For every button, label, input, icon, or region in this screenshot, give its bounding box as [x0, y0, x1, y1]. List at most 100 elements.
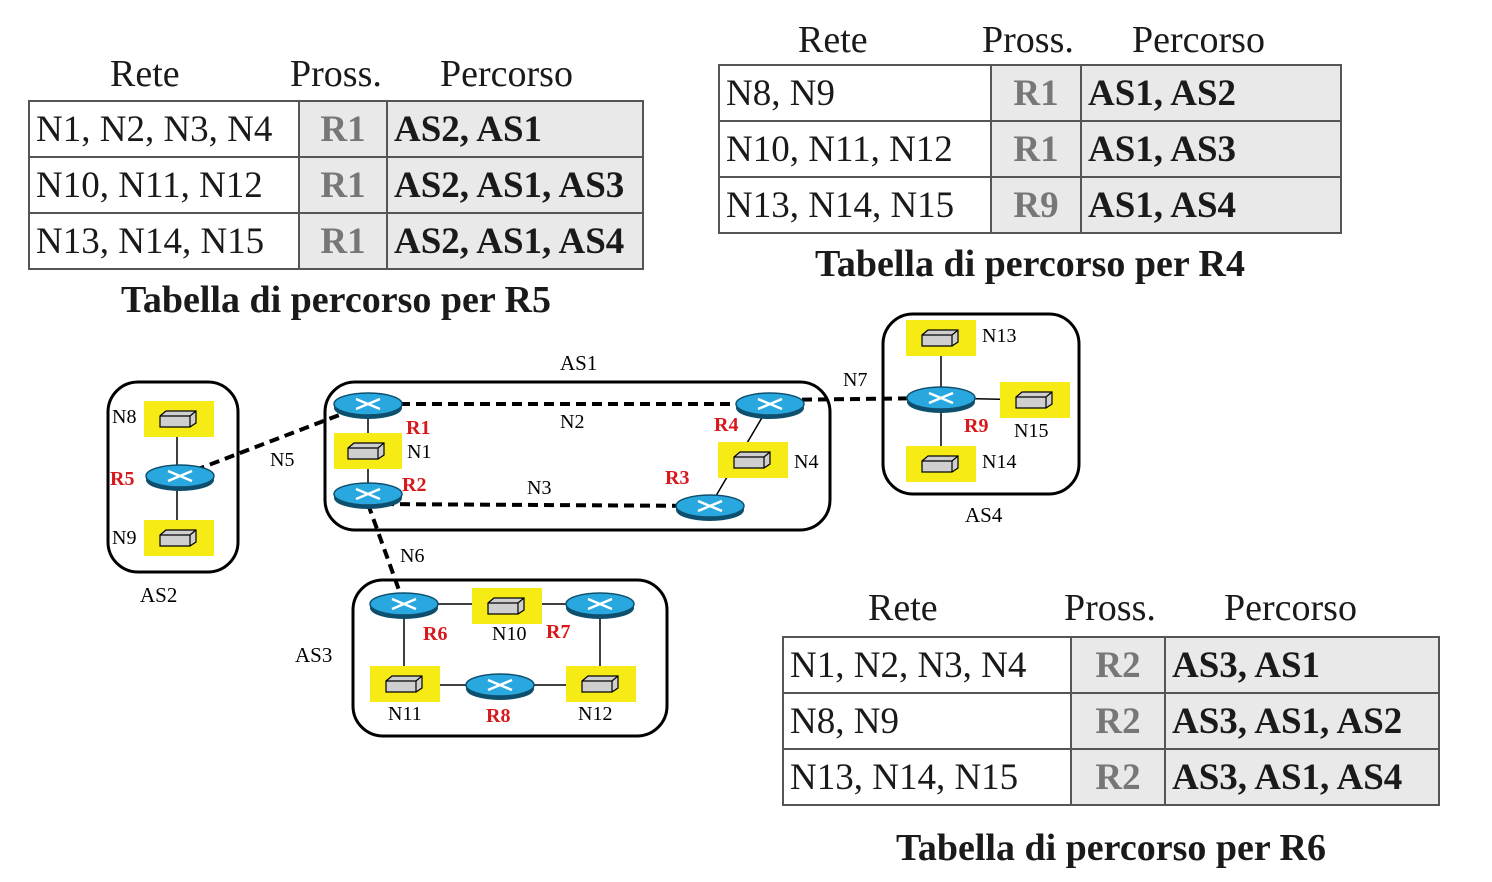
router-label: R1	[406, 417, 430, 439]
table-r6: N1, N2, N3, N4 R2 AS3, AS1 N8, N9 R2 AS3…	[782, 636, 1440, 806]
network-label: N5	[270, 449, 294, 471]
routing-table-r6: Rete Pross. Percorso N1, N2, N3, N4 R2 A…	[782, 582, 1446, 878]
as-label: AS2	[140, 583, 177, 607]
network-label: N8	[112, 406, 136, 428]
routing-table-r5: Rete Pross. Percorso N1, N2, N3, N4 R1 A…	[28, 48, 648, 328]
network-label: N10	[492, 623, 526, 645]
table-row: N13, N14, N15 R2 AS3, AS1, AS4	[782, 748, 1440, 806]
router-label: R9	[964, 415, 988, 437]
router-icon	[464, 672, 536, 702]
router-label: R3	[665, 467, 689, 489]
cell-path: AS2, AS1	[386, 100, 644, 158]
cell-net: N13, N14, N15	[28, 212, 300, 270]
switch-icon	[347, 442, 385, 460]
cell-next: R1	[298, 100, 388, 158]
cell-next: R9	[990, 176, 1082, 234]
as1-boundary	[323, 380, 832, 532]
cell-path: AS3, AS1, AS4	[1164, 748, 1440, 806]
cell-path: AS1, AS2	[1080, 64, 1342, 122]
switch-icon	[385, 675, 423, 693]
switch-icon	[921, 329, 959, 347]
header-path: Percorso	[1132, 19, 1265, 61]
cell-path: AS1, AS3	[1080, 120, 1342, 178]
header-next: Pross.	[982, 19, 1074, 61]
router-icon	[734, 391, 806, 421]
cell-next: R1	[990, 64, 1082, 122]
table-row: N1, N2, N3, N4 R1 AS2, AS1	[28, 100, 644, 158]
router-icon	[332, 391, 404, 421]
header-path: Percorso	[1224, 587, 1357, 629]
cell-path: AS2, AS1, AS3	[386, 156, 644, 214]
router-label: R7	[546, 621, 570, 643]
as-label: AS4	[965, 503, 1003, 527]
cell-net: N8, N9	[782, 692, 1072, 750]
link-n6	[366, 503, 406, 605]
table-row: N8, N9 R2 AS3, AS1, AS2	[782, 692, 1440, 750]
cell-net: N10, N11, N12	[28, 156, 300, 214]
network-label: N7	[843, 369, 867, 391]
header-net: Rete	[868, 587, 938, 629]
cell-net: N10, N11, N12	[718, 120, 992, 178]
cell-next: R2	[1070, 748, 1166, 806]
router-icon	[332, 481, 404, 511]
header-next: Pross.	[1064, 587, 1156, 629]
table-row: N13, N14, N15 R1 AS2, AS1, AS4	[28, 212, 644, 270]
network-label: N9	[112, 527, 136, 549]
link-n7	[769, 396, 942, 402]
router-label: R6	[423, 623, 447, 645]
router-label: R8	[486, 705, 510, 727]
cell-net: N13, N14, N15	[782, 748, 1072, 806]
table-r4: N8, N9 R1 AS1, AS2 N10, N11, N12 R1 AS1,…	[718, 64, 1342, 234]
switch-icon	[921, 455, 959, 473]
switch-icon	[1015, 391, 1053, 409]
network-label: N6	[400, 545, 424, 567]
router-icon	[905, 385, 977, 415]
router-label: R4	[714, 414, 738, 436]
cell-next: R1	[990, 120, 1082, 178]
network-label: N11	[388, 703, 422, 725]
router-icon	[564, 591, 636, 621]
switch-icon	[159, 410, 197, 428]
cell-next: R1	[298, 212, 388, 270]
switch-icon	[487, 597, 525, 615]
router-label: R2	[402, 474, 426, 496]
cell-path: AS1, AS4	[1080, 176, 1342, 234]
cell-next: R1	[298, 156, 388, 214]
link-n5	[179, 402, 369, 478]
table-row: N8, N9 R1 AS1, AS2	[718, 64, 1342, 122]
table-row: N1, N2, N3, N4 R2 AS3, AS1	[782, 636, 1440, 694]
network-label: N15	[1014, 420, 1048, 442]
network-label: N14	[982, 451, 1016, 473]
table-row: N10, N11, N12 R1 AS1, AS3	[718, 120, 1342, 178]
header-net: Rete	[110, 53, 180, 95]
table-caption: Tabella di percorso per R4	[815, 243, 1245, 285]
as-label: AS1	[560, 351, 597, 375]
cell-next: R2	[1070, 692, 1166, 750]
cell-net: N1, N2, N3, N4	[782, 636, 1072, 694]
table-caption: Tabella di percorso per R5	[121, 279, 551, 321]
network-label: N1	[407, 441, 431, 463]
cell-next: R2	[1070, 636, 1166, 694]
router-label: R5	[110, 468, 134, 490]
cell-path: AS3, AS1	[1164, 636, 1440, 694]
table-row: N13, N14, N15 R9 AS1, AS4	[718, 176, 1342, 234]
header-next: Pross.	[290, 53, 382, 95]
switch-icon	[581, 675, 619, 693]
routing-table-r4: Rete Pross. Percorso N8, N9 R1 AS1, AS2 …	[718, 14, 1348, 294]
as-label: AS3	[295, 643, 332, 667]
cell-net: N13, N14, N15	[718, 176, 992, 234]
cell-path: AS2, AS1, AS4	[386, 212, 644, 270]
network-label: N4	[794, 451, 818, 473]
router-icon	[368, 591, 440, 621]
network-label: N3	[527, 477, 551, 499]
cell-net: N8, N9	[718, 64, 992, 122]
cell-path: AS3, AS1, AS2	[1164, 692, 1440, 750]
header-path: Percorso	[440, 53, 573, 95]
table-r5: N1, N2, N3, N4 R1 AS2, AS1 N10, N11, N12…	[28, 100, 644, 270]
cell-net: N1, N2, N3, N4	[28, 100, 300, 158]
switch-icon	[733, 451, 771, 469]
table-caption: Tabella di percorso per R6	[896, 827, 1326, 869]
link-n3	[367, 502, 711, 508]
